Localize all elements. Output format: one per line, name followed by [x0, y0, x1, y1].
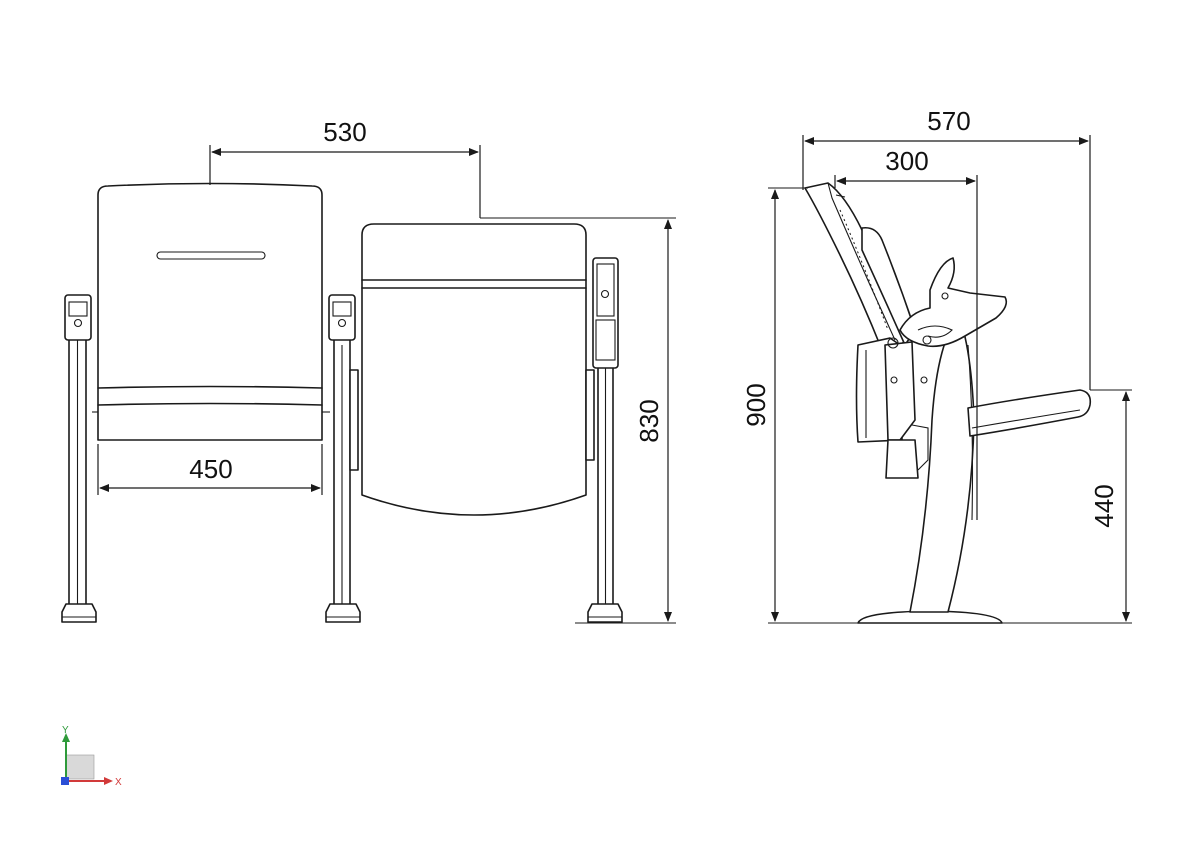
dimension-label-530: 530 — [323, 117, 366, 147]
dimension-440: 440 — [1089, 391, 1130, 622]
front-right-leg — [587, 257, 623, 623]
dimension-450: 450 — [97, 444, 323, 495]
dimension-label-450: 450 — [189, 454, 232, 484]
dimension-label-300: 300 — [885, 146, 928, 176]
side-backrest — [804, 182, 911, 351]
front-left-seat — [92, 182, 330, 441]
front-right-seat — [361, 223, 595, 516]
front-left-leg — [61, 294, 97, 623]
dimension-830: 830 — [634, 219, 672, 622]
y-axis-arrow-icon — [62, 733, 70, 742]
side-view: 570 300 900 440 — [741, 106, 1132, 624]
axis-plane-square — [65, 754, 95, 780]
side-front-board — [967, 389, 1092, 437]
dimension-label-830: 830 — [634, 399, 664, 442]
y-axis-label: Y — [62, 725, 69, 736]
front-middle-leg — [325, 294, 361, 623]
dimension-label-570: 570 — [927, 106, 970, 136]
axis-origin-icon — [61, 777, 69, 785]
dimension-530: 530 — [209, 117, 481, 218]
side-back-cushion — [861, 226, 916, 346]
x-axis-label: X — [115, 777, 122, 788]
x-axis-arrow-icon — [104, 777, 113, 785]
dimension-300: 300 — [834, 146, 978, 520]
side-armrest — [899, 257, 1008, 348]
dimension-900: 900 — [741, 189, 779, 622]
dimension-label-900: 900 — [741, 383, 771, 426]
dimension-label-440: 440 — [1089, 484, 1119, 527]
dimension-570: 570 — [802, 106, 1091, 390]
axis-triad: Y X — [61, 725, 122, 788]
front-view: 530 450 830 — [61, 117, 676, 624]
